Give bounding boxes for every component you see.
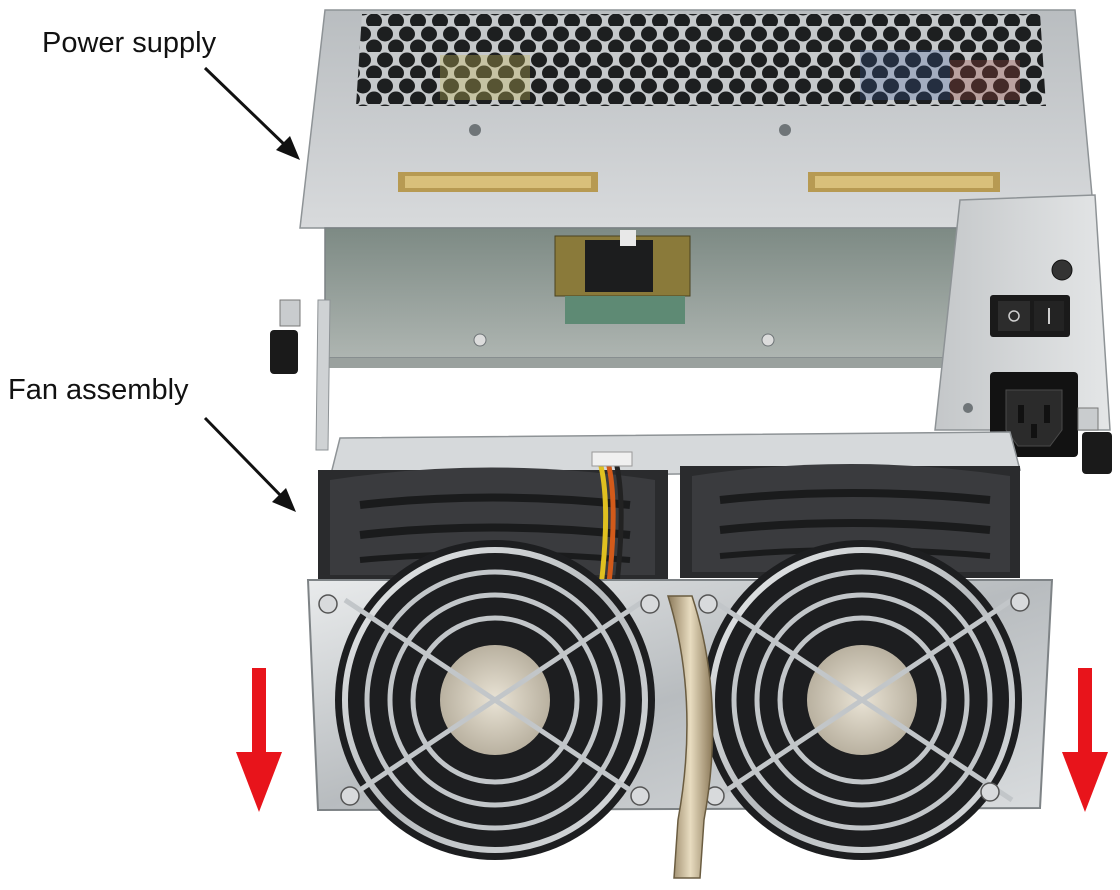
fan-pull-handle <box>666 595 714 879</box>
fan-body-right <box>680 464 1020 578</box>
power-switch <box>990 295 1070 337</box>
psu-gold-slots-right <box>808 172 1000 192</box>
thumbscrew-left <box>270 299 301 374</box>
psu-screw-hole <box>779 124 791 136</box>
leader-line-power-supply <box>203 66 300 160</box>
fan-guard-right <box>702 540 1022 860</box>
arrow-down-icon <box>1062 668 1108 812</box>
power-supply <box>270 9 1112 474</box>
power-supply-label: Power supply <box>42 27 217 59</box>
arrow-down-icon <box>236 668 282 812</box>
thumbscrew-right <box>1077 407 1112 474</box>
fan-assembly-label: Fan assembly <box>8 374 189 406</box>
psu-connector-board <box>554 230 691 324</box>
psu-knob <box>1051 259 1073 281</box>
fan-assembly <box>306 431 1054 879</box>
psu-screw-hole <box>469 124 481 136</box>
fan-guard-left <box>335 540 655 860</box>
ac-power-inlet <box>990 372 1078 457</box>
fan-frame-screws <box>318 592 1030 806</box>
leader-line-fan-assembly <box>203 416 296 512</box>
psu-vent-grid <box>356 14 1046 106</box>
psu-gold-slots-left <box>398 172 598 192</box>
